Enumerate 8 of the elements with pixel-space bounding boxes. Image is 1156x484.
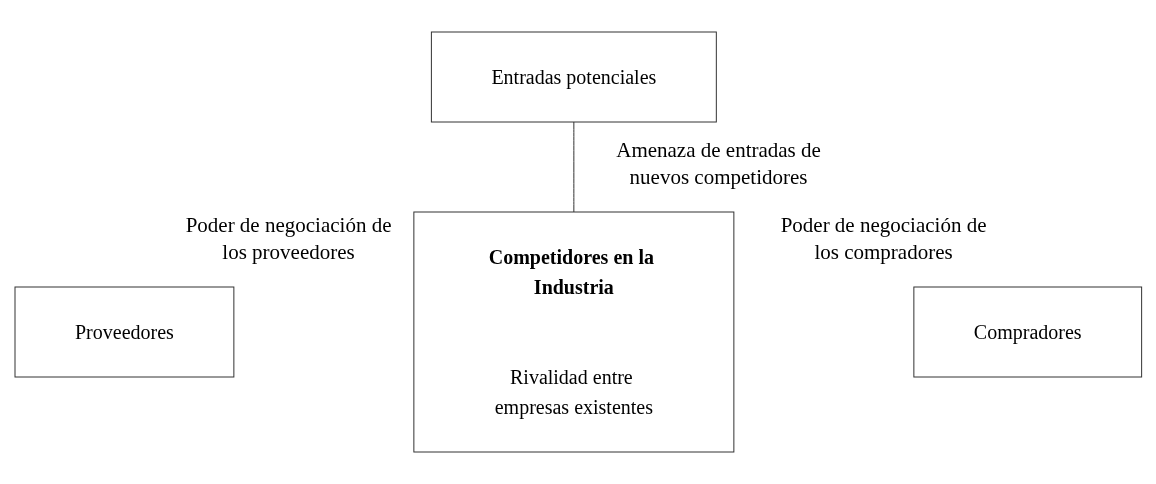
node-box: Competidores en la Industria Rivalidad entre empresas existentes — [413, 211, 735, 453]
connector — [573, 121, 575, 213]
force-label: Amenaza de entradas de nuevos competidores — [615, 137, 822, 192]
node-box: Proveedores — [14, 286, 235, 378]
force-label: Poder de negociación de los compradores — [779, 212, 988, 267]
force-label: Poder de negociación de los proveedores — [184, 212, 393, 267]
node-box: Entradas potenciales — [430, 31, 717, 123]
node-box: Compradores — [913, 286, 1142, 378]
